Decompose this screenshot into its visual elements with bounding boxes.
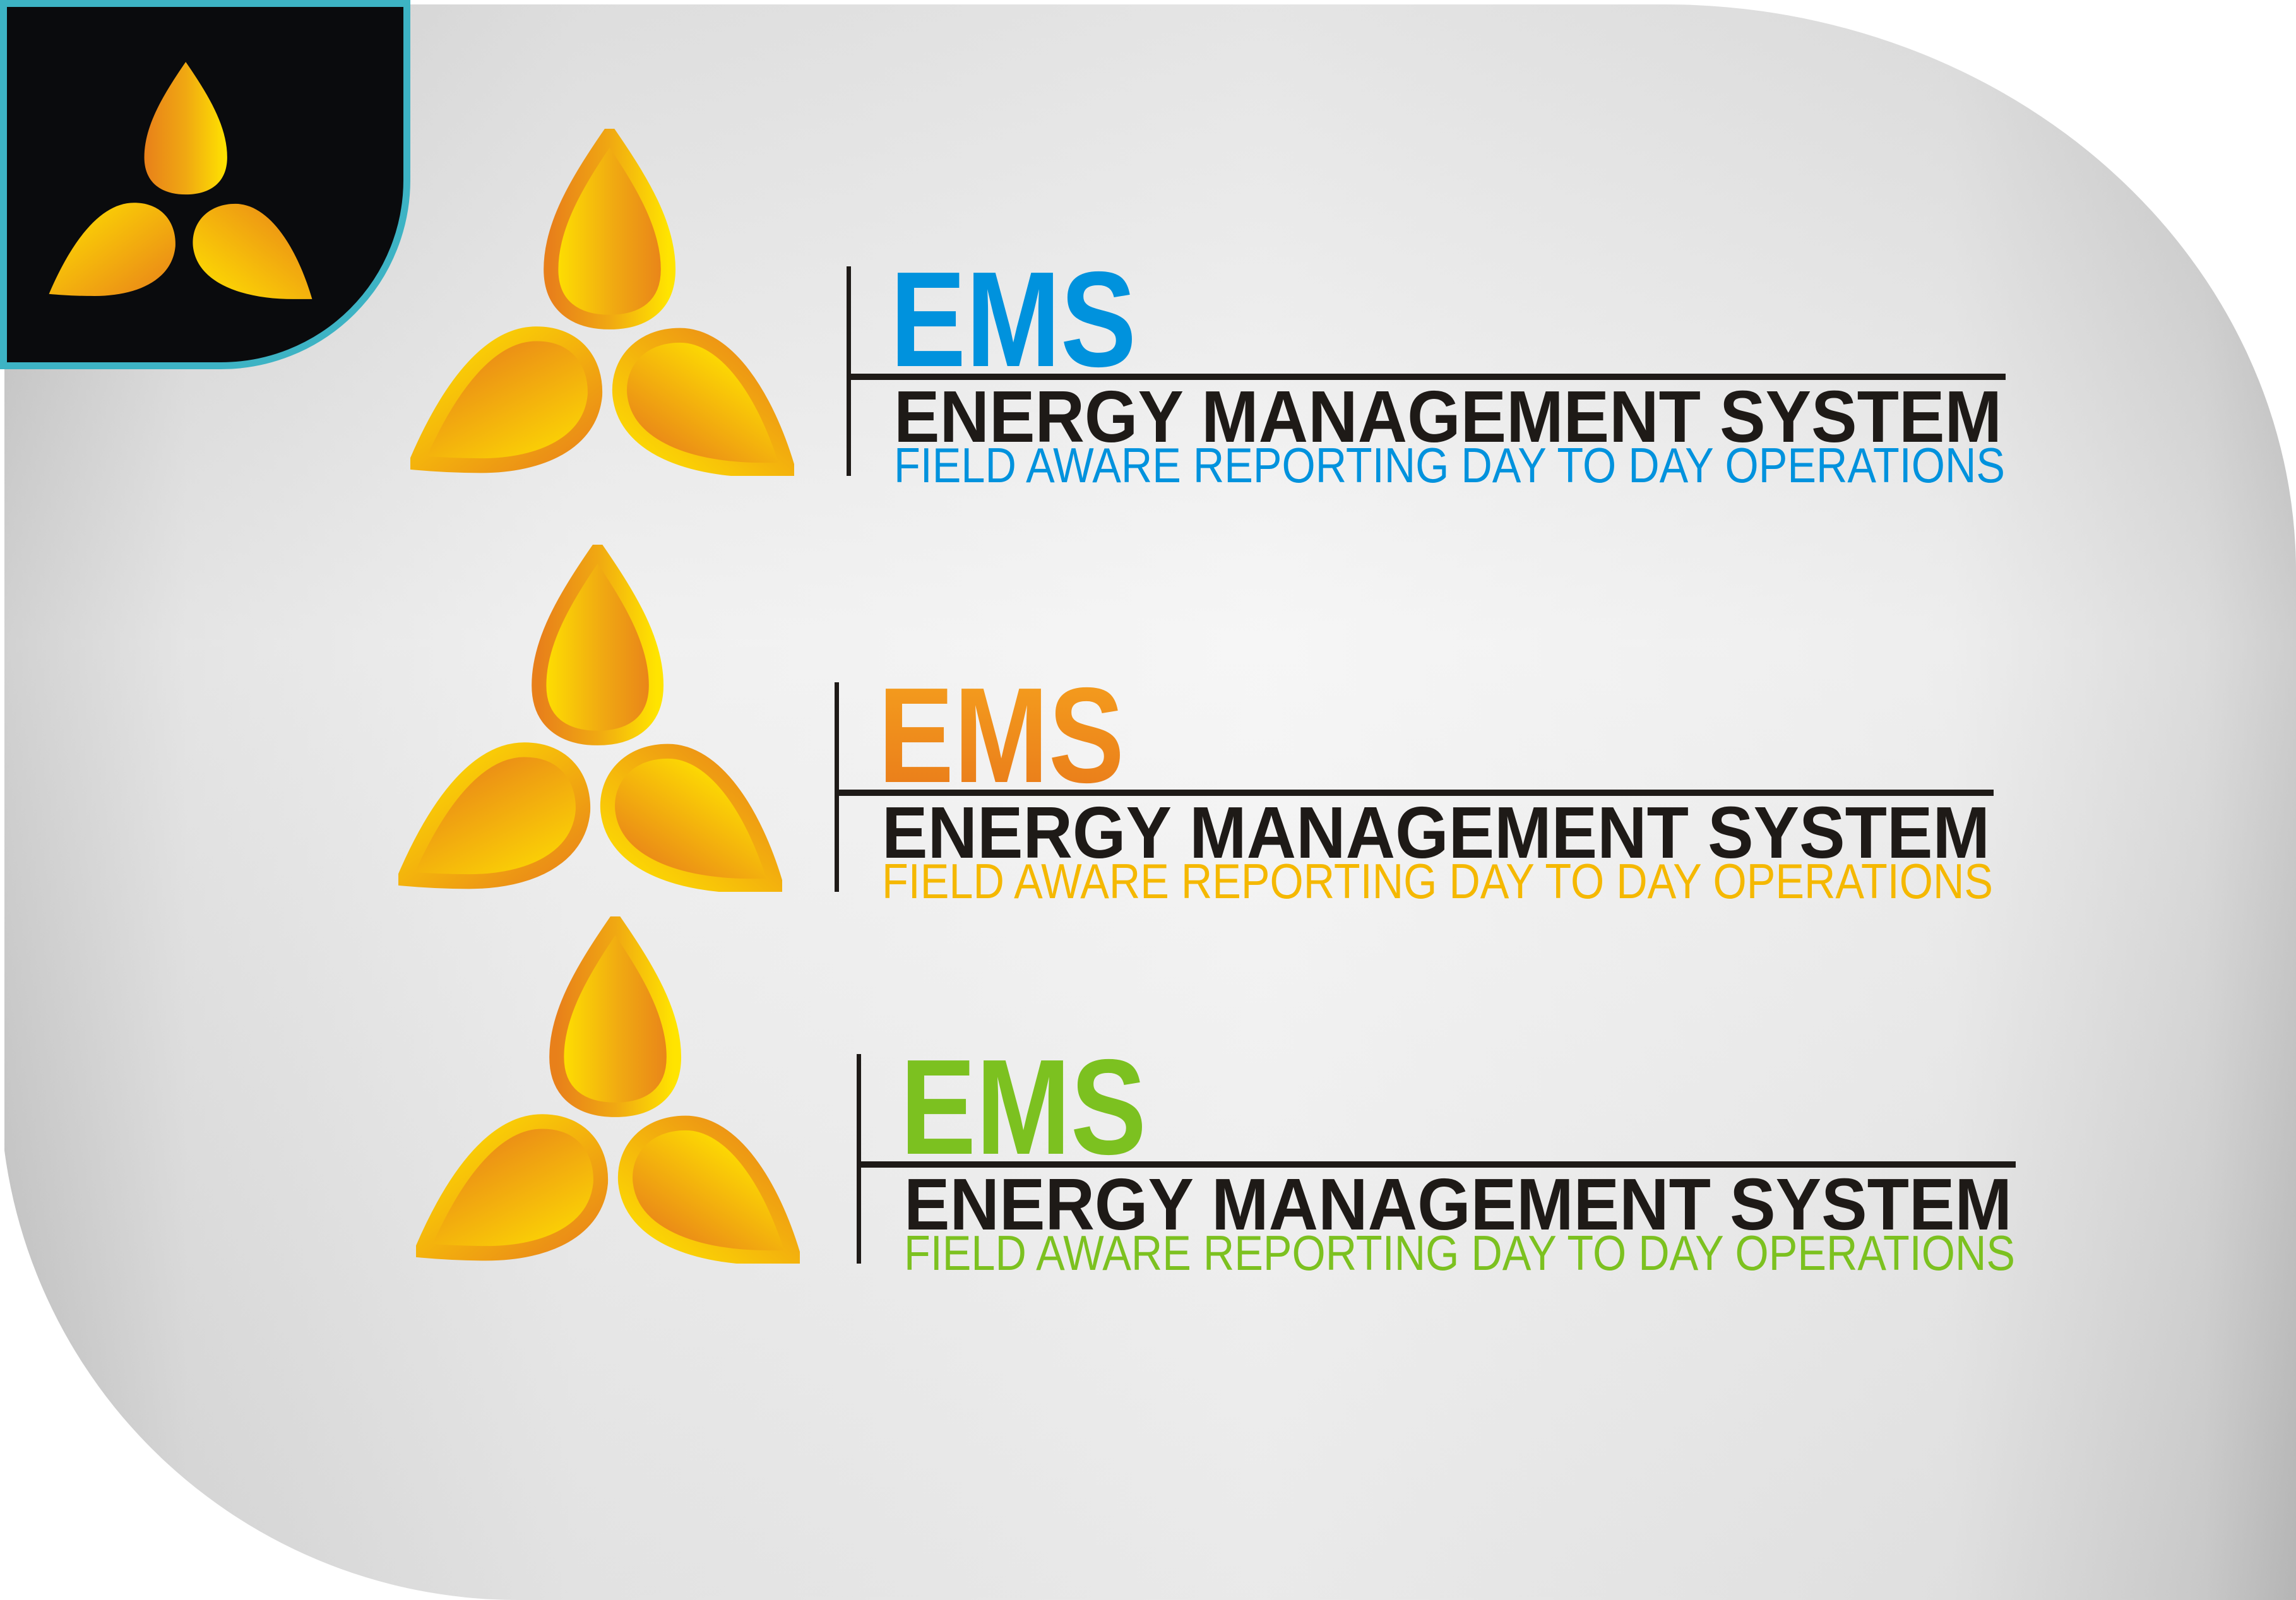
petal-logo-icon — [410, 129, 794, 476]
petal-logo-icon — [416, 916, 800, 1264]
title: ENERGY MANAGEMENT SYSTEM — [904, 1163, 2012, 1245]
logo-wordmark-green: EMS ENERGY MANAGEMENT SYSTEM FIELD AWARE… — [857, 1052, 2016, 1279]
acronym: EMS — [878, 680, 1124, 811]
title: ENERGY MANAGEMENT SYSTEM — [882, 791, 1990, 874]
logo-wordmark-blue: EMS ENERGY MANAGEMENT SYSTEM FIELD AWARE… — [847, 264, 2006, 491]
petal-logo-icon — [398, 545, 782, 892]
petal-logo-icon — [49, 62, 312, 299]
title: ENERGY MANAGEMENT SYSTEM — [894, 376, 2002, 458]
tagline: FIELD AWARE REPORTING DAY TO DAY OPERATI… — [894, 437, 2005, 491]
logo-wordmark-orange: EMS ENERGY MANAGEMENT SYSTEM FIELD AWARE… — [835, 680, 1994, 907]
acronym: EMS — [900, 1052, 1146, 1183]
tagline: FIELD AWARE REPORTING DAY TO DAY OPERATI… — [904, 1225, 2015, 1279]
tagline: FIELD AWARE REPORTING DAY TO DAY OPERATI… — [882, 853, 1993, 907]
acronym: EMS — [890, 264, 1136, 395]
app-icon-tile — [0, 0, 410, 369]
